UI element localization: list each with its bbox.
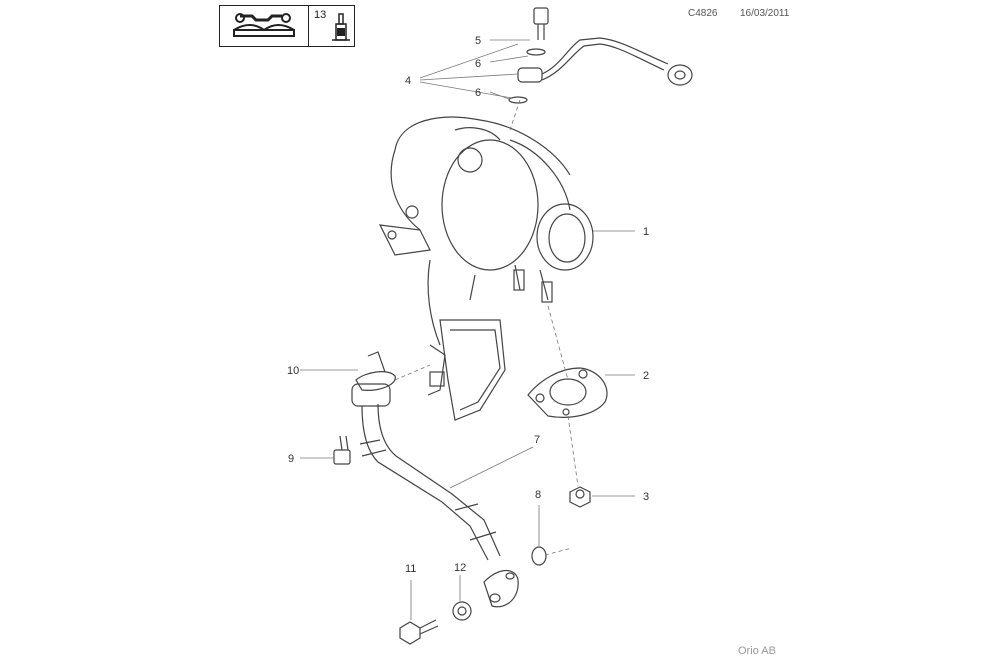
callout-9: 9: [288, 453, 294, 465]
part-nut-3: [569, 486, 591, 508]
part-bolt-9: [333, 435, 351, 465]
part-washer-6-upper: [526, 48, 546, 56]
part-return-pipe-7: [351, 383, 519, 608]
drawing-date: 16/03/2011: [740, 8, 790, 19]
part-bolt-11: [399, 619, 439, 645]
callout-6-lower: 6: [475, 87, 481, 99]
centerline-bolt: [509, 99, 521, 131]
credit-text: Orio AB: [738, 645, 776, 657]
callout-7: 7: [534, 434, 540, 446]
legend-box: 13: [219, 5, 355, 47]
callout-2: 2: [643, 370, 649, 382]
leader-4c: [419, 81, 513, 99]
centerline-nut: [567, 415, 579, 487]
callout-6-upper: 6: [475, 58, 481, 70]
manual-wrench-icon: [233, 13, 295, 37]
tool-nozzle-icon: [332, 13, 350, 41]
centerline-gasket-10: [394, 364, 431, 381]
part-gasket-10: [355, 351, 396, 391]
callout-4: 4: [405, 75, 411, 87]
leader-6-lower: [489, 91, 510, 100]
callout-5: 5: [475, 35, 481, 47]
callout-3: 3: [643, 491, 649, 503]
legend-divider: [308, 6, 309, 46]
part-turbocharger-1: [378, 116, 594, 421]
leader-4a: [419, 43, 519, 79]
leader-lines: [300, 39, 635, 620]
leader-6-upper: [489, 55, 529, 63]
callout-8: 8: [535, 489, 541, 501]
callout-numbers: 1 2 3 4 5 6 6 7 8 9 10 11 12: [287, 35, 649, 575]
part-bolt-5: [533, 7, 549, 40]
leader-7: [449, 446, 534, 489]
centerline-o-ring: [544, 547, 573, 556]
part-o-ring-8: [531, 546, 547, 566]
part-oil-pipe-4: [517, 37, 693, 86]
part-washer-6-lower: [508, 96, 528, 104]
part-washer-12: [452, 601, 472, 621]
callout-10: 10: [287, 365, 299, 377]
legend-note-number: 13: [314, 9, 327, 21]
callout-1: 1: [643, 226, 649, 238]
part-gasket-2: [527, 367, 608, 418]
callout-11: 11: [405, 563, 416, 575]
centerline-gasket: [547, 305, 569, 381]
drawing-code: C4826: [688, 8, 718, 19]
part-illustrations: [333, 7, 693, 645]
leader-4b: [419, 73, 519, 81]
callout-12: 12: [454, 562, 466, 574]
